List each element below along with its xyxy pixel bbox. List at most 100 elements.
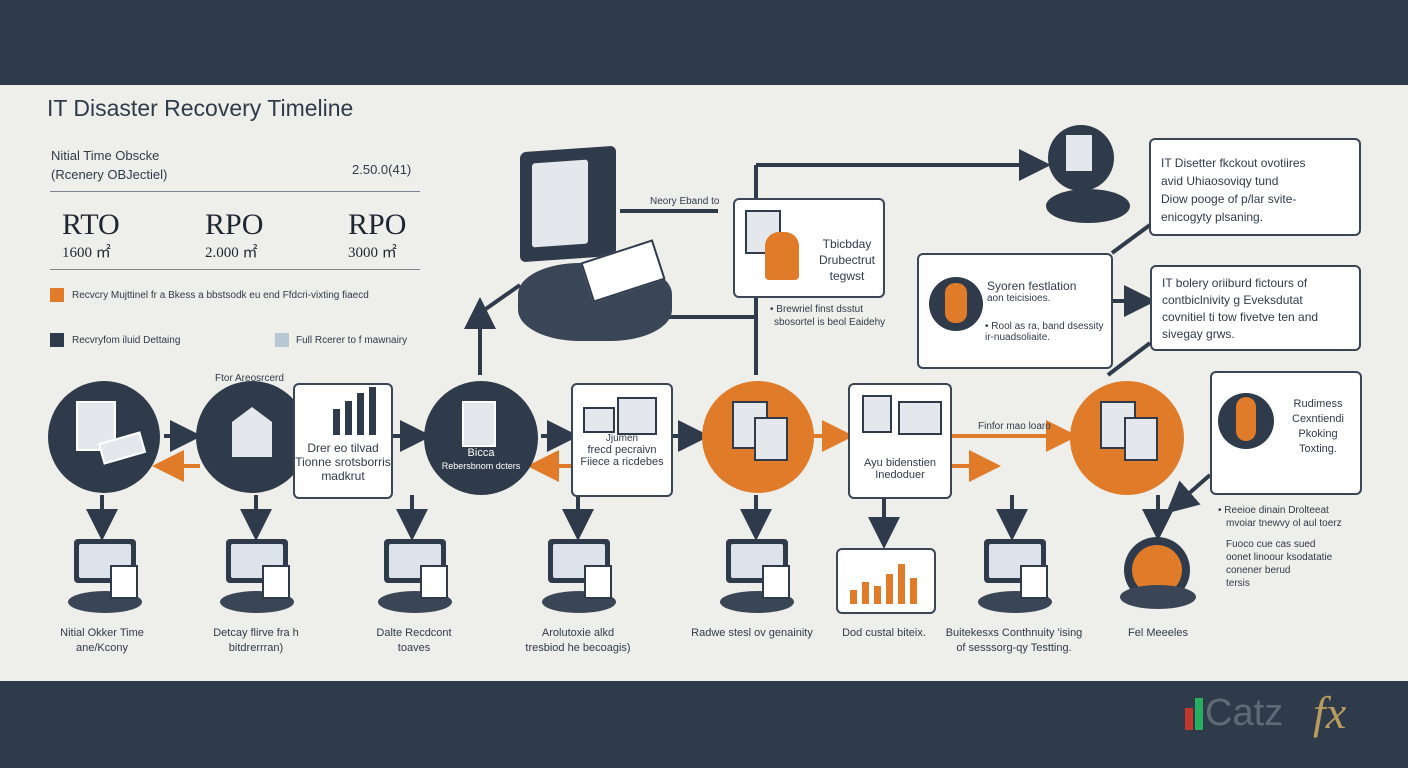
flow-box1-top-label: Ftor Areosrcerd [215,373,284,384]
legend-orange-label: Recvcry Mujttinel fr a Bkess a bbstsodk … [72,290,369,301]
flow-box4-line: Toxting. [1299,443,1337,455]
flow-box-1: Ftor Areosrcerd Drer eo tilvad Tionne sr… [215,373,393,499]
caption-8: Fel Meeeles [1128,627,1188,639]
diagram-canvas: IT Disaster Recovery Timeline Nitial Tim… [0,85,1408,681]
flow-box3-line: Inedoduer [875,469,925,481]
right-note: Fuoco cue cas sued [1226,539,1316,550]
document-node [1048,125,1114,191]
box2-sub: • Rool as ra, band dsessity [985,321,1104,332]
node-base [1120,585,1196,609]
box1-note: • Brewriel finst dsstut [770,304,863,315]
bar-icon [345,401,352,435]
flow-box2-line: frecd pecraivn [587,444,657,456]
metric-rto-label: RTO [62,208,120,241]
legend-swatch-orange [50,288,64,302]
right-note: • Reeioe dinain Drolteeat [1218,505,1329,516]
flow-box1-line: Drer eo tilvad [307,441,379,455]
header-line-2: (Rcenery OBJectiel) [51,167,168,182]
logo-suffix: fx [1313,687,1347,738]
top-arrow-label: Neory Eband to [650,196,720,207]
flow-node3-line: Rebersbnom dcters [441,461,521,471]
person-icon [929,277,983,331]
logo-text: Catz [1205,692,1284,734]
document-icon [862,395,892,433]
caption-6: Dod custal biteix. [842,627,926,639]
info-box-4: IT bolery oriiburd fictours of contbicln… [1150,265,1361,351]
header-value: 2.50.0(41) [352,162,412,177]
flow-node-4 [702,381,814,493]
box2-line: Syoren festlation [987,279,1077,293]
right-note: mvoiar tnewvy ol aul toerz [1226,518,1342,529]
flow-node-1 [48,381,160,493]
flow-box2-line: Fiiece a ricdebes [580,456,664,468]
flow-box3-line: Ayu bidenstien [864,457,936,469]
box4-line: contbiclnivity g Eveksdutat [1162,293,1303,307]
page-title: IT Disaster Recovery Timeline [47,95,354,121]
box4-line: IT bolery oriiburd fictours of [1162,276,1308,290]
caption-5: Radwe stesl ov genainity [691,627,813,639]
info-box-3: IT Disetter fkckout ovotiires avid Uhiao… [1149,138,1361,236]
box1-line: tegwst [829,269,865,283]
divider [50,191,420,192]
bottom-chart-icon [836,548,936,614]
top-banner [0,0,1408,85]
flow-box-2: Jjumen frecd pecraivn Fiiece a ricdebes [571,383,673,497]
flow-box4-line: Cexntiendi [1292,413,1344,425]
box3-line: enicogyty plsaning. [1161,210,1264,224]
flow-box-4: Rudimess Cexntiendi Pkoking Toxting. [1210,371,1362,495]
monitor-icon [583,407,615,433]
header-line-1: Nitial Time Obscke [51,148,160,163]
person-icon [1218,393,1274,449]
flow-node-2 [196,381,308,493]
box1-note: sbosortel is beol Eaidehy [774,317,886,328]
flow-node-3: Bicca Rebersbnom dcters [424,381,538,495]
metric-rpo2-label: RPO [348,208,407,241]
box2-sub: ir-nuadsoliaite. [985,332,1051,343]
flow-box1-line: madkrut [321,469,365,483]
right-note: tersis [1226,578,1250,589]
bar-icon [369,387,376,435]
legend-swatch-dark [50,333,64,347]
box2-line: aon teicisioes. [987,293,1051,304]
document-icon [617,397,657,435]
right-note: conener berud [1226,565,1291,576]
node-base [1046,189,1130,223]
box4-line: sivegay grws. [1162,327,1235,341]
box3-line: Diow pooge of p/lar svite- [1161,192,1297,206]
legend-swatch-light [275,333,289,347]
document-icon [898,401,942,435]
flow-node3-line: Bicca [467,447,495,459]
computer-icon [520,145,616,263]
box1-line: Drubectrut [818,253,876,267]
orange-arrow-label: Finfor mao loaro [978,421,1051,432]
box4-line: covnitiel ti tow fivetve ten and [1162,310,1319,324]
flow-box4-line: Pkoking [1298,428,1338,440]
metric-rto-value: 1600 ㎡ [62,245,111,261]
person-icon [765,232,799,280]
bar-icon [333,409,340,435]
flow-box-3: Ayu bidenstien Inedoduer [848,383,952,499]
metric-rpo-label: RPO [205,208,264,241]
info-box-2: Syoren festlation aon teicisioes. • Rool… [917,253,1113,369]
flow-box1-line: Tionne srotsborris [295,455,391,469]
divider [50,269,420,270]
box3-line: IT Disetter fkckout ovotiires [1161,156,1306,170]
flow-box2-top: Jjumen [605,433,639,444]
flow-node-5 [1070,381,1184,495]
box1-line: Tbicbday [822,237,872,251]
box3-line: avid Uhiaosoviqy tund [1161,174,1279,188]
bar-icon [357,393,364,435]
right-note: oonet linoour ksodatatie [1226,552,1333,563]
metric-rpo2-value: 3000 ㎡ [348,245,397,261]
legend-dark-label: Recvryfom iluid Dettaing [72,335,181,346]
bottom-banner [0,681,1408,768]
flow-box4-line: Rudimess [1293,398,1343,410]
legend-light-label: Full Rcerer to f mawnairy [296,335,408,346]
metric-rpo-value: 2.000 ㎡ [205,245,258,261]
info-box-1: Tbicbday Drubectrut tegwst [733,198,885,298]
